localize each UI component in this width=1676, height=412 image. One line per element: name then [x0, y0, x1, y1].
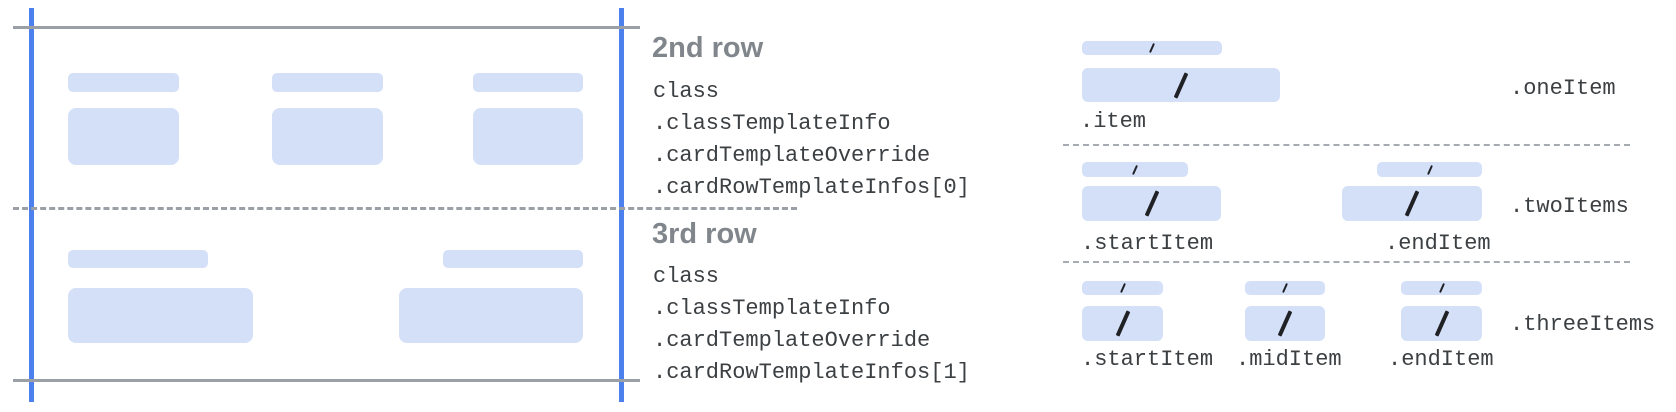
three-items-end-label-placeholder	[1401, 281, 1482, 295]
slash-icon	[1438, 283, 1445, 293]
three-items-mid-label-placeholder	[1245, 281, 1325, 295]
row2-code-path: class .classTemplateInfo .cardTemplateOv…	[653, 76, 970, 204]
code-line: class	[653, 79, 720, 104]
code-line: class	[653, 264, 720, 289]
three-items-end-value-placeholder	[1401, 306, 1482, 341]
item-field-label: .item	[1080, 109, 1147, 134]
row3-heading: 3rd row	[652, 218, 757, 250]
slash-icon	[1277, 310, 1293, 337]
three-items-row-label: .threeItems	[1510, 312, 1656, 337]
card-left-edge-guide	[29, 8, 34, 402]
row2-col3-label-placeholder	[473, 73, 583, 92]
mid-item-field-label: .midItem	[1236, 347, 1342, 372]
three-items-mid-value-placeholder	[1245, 306, 1325, 341]
slash-icon	[1115, 310, 1130, 337]
row2-col3-value-placeholder	[473, 108, 583, 165]
slash-icon	[1119, 283, 1126, 293]
code-line: .cardRowTemplateInfos[0]	[653, 175, 970, 200]
two-items-end-value-placeholder	[1342, 186, 1482, 221]
end-item-field-label: .endItem	[1385, 231, 1491, 256]
row3-col2-label-placeholder	[443, 250, 583, 268]
row3-code-path: class .classTemplateInfo .cardTemplateOv…	[653, 261, 970, 389]
two-items-start-label-placeholder	[1082, 162, 1188, 177]
card-top-edge-guide	[13, 26, 640, 29]
three-items-start-value-placeholder	[1082, 306, 1163, 341]
two-items-start-value-placeholder	[1082, 186, 1221, 221]
row2-col2-value-placeholder	[272, 108, 383, 165]
code-line: .cardRowTemplateInfos[1]	[653, 360, 970, 385]
one-item-value-placeholder	[1082, 68, 1280, 102]
code-line: .cardTemplateOverride	[653, 143, 931, 168]
slash-icon	[1404, 190, 1420, 217]
template-divider-dashed-line	[1063, 144, 1630, 146]
row2-col1-value-placeholder	[68, 108, 179, 165]
code-line: .classTemplateInfo	[653, 111, 891, 136]
start-item-field-label: .startItem	[1081, 231, 1214, 256]
row3-col2-value-placeholder	[399, 288, 583, 343]
card-right-edge-guide	[619, 8, 624, 402]
slash-icon	[1173, 71, 1189, 99]
code-line: .classTemplateInfo	[653, 296, 891, 321]
slash-icon	[1282, 283, 1288, 293]
three-items-start-label-placeholder	[1082, 281, 1163, 295]
template-divider-dashed-line	[1063, 261, 1630, 263]
two-items-end-label-placeholder	[1377, 162, 1482, 177]
slash-icon	[1426, 164, 1433, 175]
code-line: .cardTemplateOverride	[653, 328, 931, 353]
start-item-field-label: .startItem	[1081, 347, 1214, 372]
row2-col2-label-placeholder	[272, 73, 383, 92]
slash-icon	[1149, 43, 1155, 53]
one-item-label-placeholder	[1082, 41, 1222, 55]
end-item-field-label: .endItem	[1388, 347, 1494, 372]
slash-icon	[1434, 310, 1449, 337]
card-bottom-edge-guide	[13, 379, 640, 382]
row2-col1-label-placeholder	[68, 73, 179, 92]
two-items-row-label: .twoItems	[1510, 194, 1629, 219]
slash-icon	[1132, 164, 1138, 175]
row3-col1-value-placeholder	[68, 288, 253, 343]
row-divider-dashed-line	[13, 207, 797, 210]
row3-col1-label-placeholder	[68, 250, 208, 268]
row2-heading: 2nd row	[652, 32, 764, 64]
slash-icon	[1144, 190, 1159, 217]
one-item-row-label: .oneItem	[1510, 76, 1616, 101]
